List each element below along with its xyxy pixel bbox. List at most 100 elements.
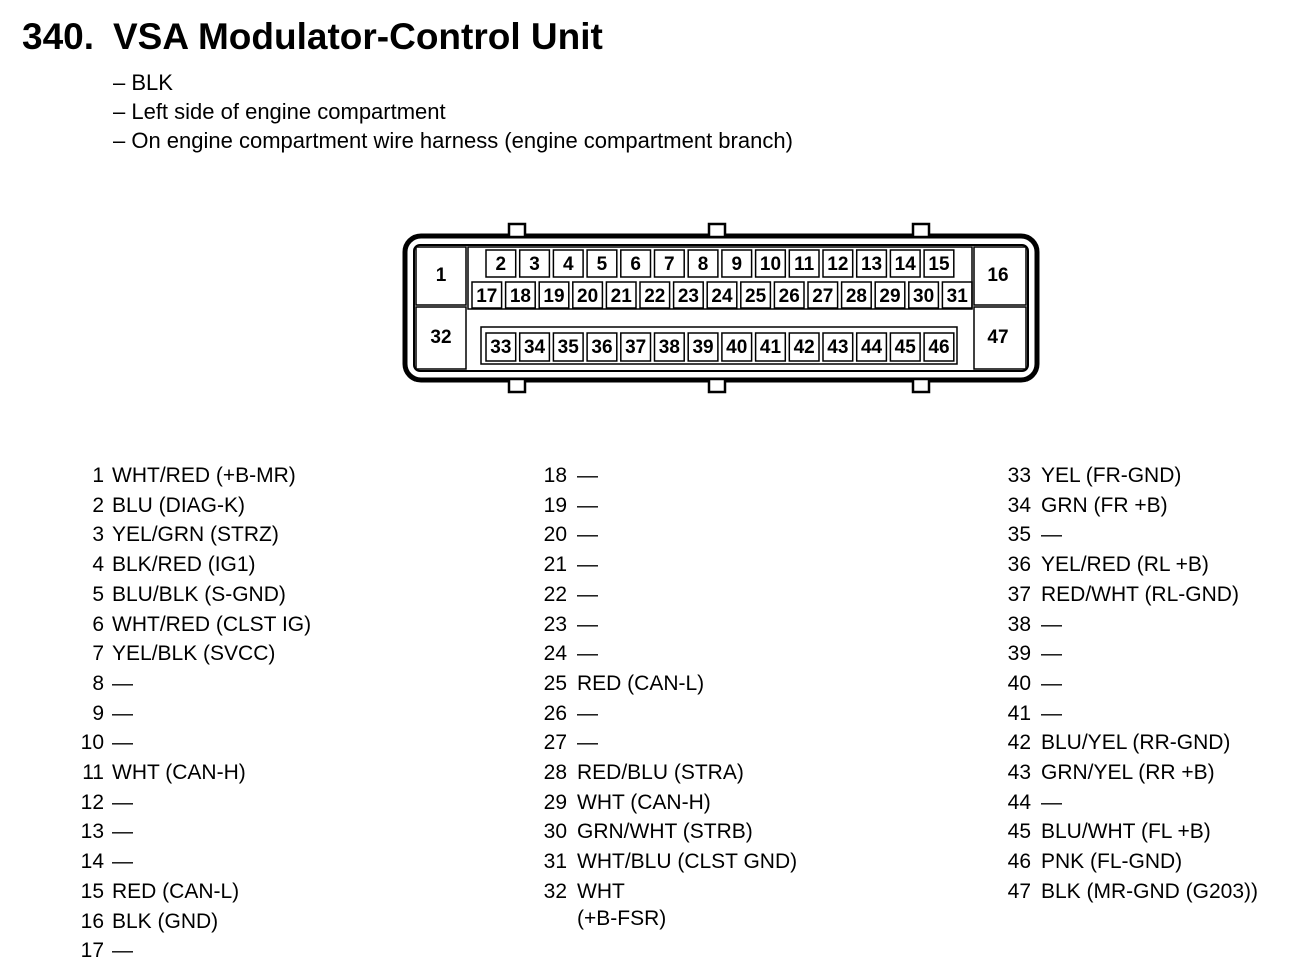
title-number: 340. xyxy=(22,16,95,57)
upper-cavity-block xyxy=(467,246,973,310)
pin-number-label: 13 xyxy=(861,254,882,275)
pin-cavity xyxy=(721,332,753,362)
pin-cavity xyxy=(518,332,551,362)
pin-number-label: 27 xyxy=(812,286,833,307)
pin-number: 25 xyxy=(543,671,567,695)
pin-cavity xyxy=(822,332,854,362)
pin-wire-description: WHT (CAN-H) xyxy=(577,790,711,814)
pin-number-label: 44 xyxy=(861,337,883,358)
pin-number-label: 7 xyxy=(664,254,675,275)
bottom-lock-tab xyxy=(707,377,727,394)
pin-wire-description: YEL (FR-GND) xyxy=(1041,464,1182,487)
pin-wire-description: — xyxy=(577,464,598,487)
pin-number-label: 4 xyxy=(563,254,574,275)
pin-cavity xyxy=(855,249,888,278)
top-lock-tab xyxy=(707,222,727,239)
pin-number-label: 31 xyxy=(947,286,969,307)
pin-cavity xyxy=(639,281,671,309)
pin-cavity xyxy=(889,249,921,278)
pin-number: 31 xyxy=(543,850,567,874)
pin-number: 22 xyxy=(543,582,567,606)
pin-wire-description: GRN/YEL (RR +B) xyxy=(1041,761,1215,784)
pin-number: 36 xyxy=(1007,553,1031,577)
pin-wire-description: — xyxy=(112,701,133,725)
pin-cavity xyxy=(672,281,704,309)
pin-number: 5 xyxy=(92,582,104,606)
pin-wire-description: BLU (DIAG-K) xyxy=(112,493,246,517)
pin-number-label: 23 xyxy=(678,286,699,307)
pin-number: 40 xyxy=(1007,671,1031,695)
pin-wire-description: — xyxy=(1041,790,1062,814)
pin-number: 11 xyxy=(82,761,104,784)
pin-number-label: 34 xyxy=(524,337,546,358)
pin-number-label: 25 xyxy=(745,286,767,307)
pin-number-label: 17 xyxy=(476,286,497,307)
pin-cavity xyxy=(572,281,604,309)
pin-number: 43 xyxy=(1007,761,1031,784)
pin-number: 42 xyxy=(1007,731,1031,755)
pin-number: 29 xyxy=(543,790,567,814)
pin-number: 15 xyxy=(80,879,104,903)
pin-number-label: 3 xyxy=(529,254,540,275)
cavity-16 xyxy=(973,246,1027,306)
pin-wire-description: — xyxy=(1041,701,1062,725)
pin-cavity xyxy=(620,249,652,278)
pin-number-label: 35 xyxy=(558,337,580,358)
pin-number: 38 xyxy=(1007,612,1031,636)
pin-wire-description: RED (CAN-L) xyxy=(112,879,240,903)
pin-cavity xyxy=(788,249,820,278)
pin-wire-description: BLK (GND) xyxy=(112,909,219,933)
pin-wire-description: WHT/RED (+B-MR) xyxy=(112,464,296,487)
pin-number-label: 28 xyxy=(846,286,867,307)
pin-wire-description: BLU/BLK (S-GND) xyxy=(112,582,286,606)
pin-number: 33 xyxy=(1007,464,1031,487)
pin-number: 21 xyxy=(543,553,567,577)
top-lock-tab xyxy=(911,222,931,239)
bottom-lock-tab xyxy=(507,377,527,394)
pin-wire-description: GRN (FR +B) xyxy=(1041,493,1168,517)
pin-wire-description: RED/BLU (STRA) xyxy=(577,761,744,784)
pin-number-label: 11 xyxy=(794,254,815,275)
pin-number: 30 xyxy=(543,820,567,844)
pin-wire-description: — xyxy=(112,671,133,695)
pin-wire-description: PNK (FL-GND) xyxy=(1041,850,1183,874)
pin-cavity xyxy=(788,332,820,362)
pin-cavity xyxy=(807,281,839,309)
pin-number-label: 21 xyxy=(611,286,633,307)
pin-number: 17 xyxy=(80,939,104,963)
pin-cavity xyxy=(552,249,584,278)
pin-number-label: 41 xyxy=(760,337,782,358)
pin-cavity xyxy=(653,249,685,278)
pin-wire-description: BLU/YEL (RR-GND) xyxy=(1041,731,1231,755)
pin-wire-description: WHT/RED (CLST IG) xyxy=(112,612,312,636)
pin-number: 32 xyxy=(543,879,567,903)
pin-number-label: 10 xyxy=(760,254,781,275)
pin-number-label: 40 xyxy=(726,337,747,358)
pin-cavity xyxy=(620,332,652,362)
pin-number: 14 xyxy=(80,850,104,874)
pin-wire-description: YEL/BLK (SVCC) xyxy=(112,642,276,666)
pin-wire-description: — xyxy=(1041,612,1062,636)
pin-number-label: 14 xyxy=(895,254,917,275)
connector-color-note: – BLK xyxy=(113,70,173,95)
pin-cavity xyxy=(773,281,805,309)
pin-cavity xyxy=(471,281,503,309)
connector-inner-frame xyxy=(413,244,1029,372)
pin-number: 18 xyxy=(543,464,567,487)
pin-cavity xyxy=(552,332,584,362)
pin-wire-description: — xyxy=(577,582,598,606)
pin-cavity xyxy=(840,281,872,309)
pin-cavity xyxy=(687,249,719,278)
pin-number-label: 47 xyxy=(987,327,1008,348)
pin-number-label: 32 xyxy=(430,327,451,348)
pin-number-label: 1 xyxy=(436,265,447,286)
pin-number: 37 xyxy=(1007,582,1031,606)
pin-wire-description: BLK/RED (IG1) xyxy=(112,553,256,577)
pin-cavity xyxy=(923,332,955,362)
pin-number-label: 38 xyxy=(659,337,680,358)
pin-number: 41 xyxy=(1007,701,1031,725)
pin-cavity xyxy=(586,332,618,362)
pin-wire-description: BLK (MR-GND (G203)) xyxy=(1041,879,1259,903)
pin-number: 20 xyxy=(543,523,567,547)
pin-wire-description: — xyxy=(577,612,598,636)
